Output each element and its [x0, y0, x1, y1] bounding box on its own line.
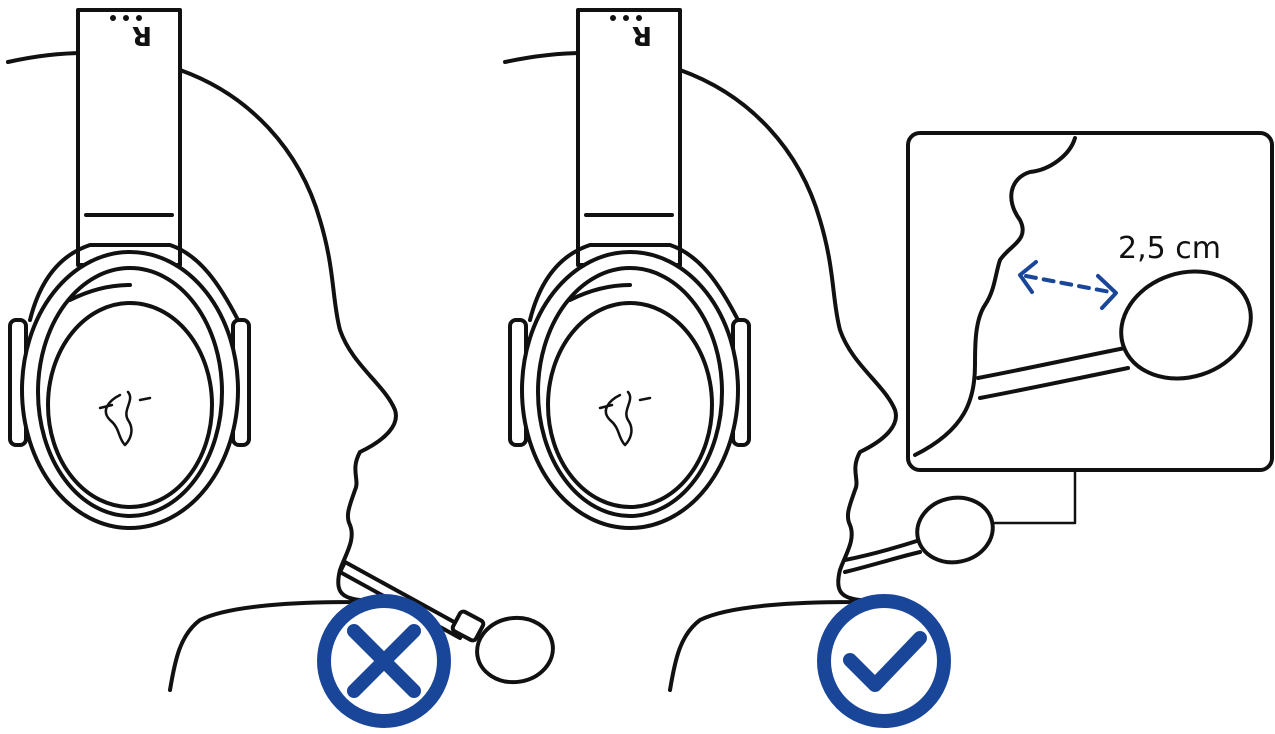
checkmark-icon [824, 601, 944, 721]
incorrect-position-panel: R [8, 10, 557, 721]
boom-arm-correct [845, 540, 920, 560]
zoom-callout: 2,5 cm [908, 133, 1272, 470]
headband-correct [578, 10, 680, 265]
svg-text:R: R [132, 20, 152, 50]
headband [78, 10, 180, 265]
earcup-plate-correct [548, 303, 712, 507]
earcup-plate [48, 303, 212, 507]
distance-label: 2,5 cm [1118, 231, 1221, 266]
cross-icon [324, 601, 444, 721]
mic-capsule [473, 613, 557, 687]
svg-text:R: R [632, 20, 652, 50]
mic-capsule-correct [911, 491, 999, 569]
